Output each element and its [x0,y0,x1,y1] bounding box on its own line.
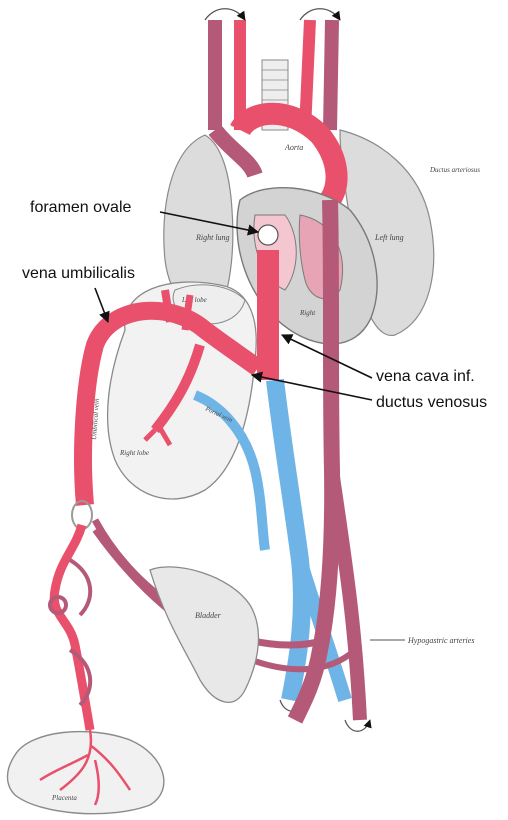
right-lung-label: Right lung [195,233,230,242]
left-lung-label: Left lung [374,233,404,242]
right-heart-label: Right [299,309,316,317]
foramen-ovale-label: foramen ovale [30,199,131,217]
ductus-venosus-label: ductus venosus [376,394,487,412]
hypogastric-arteries-label: Hypogastric arteries [407,636,474,645]
vena-umbilicalis-label: vena umbilicalis [22,265,135,283]
bladder-label: Bladder [195,611,222,620]
umbilical-cord [50,501,92,730]
umbilical-vein-label: Umbilical vein [90,398,101,440]
placenta: Placenta [8,730,164,814]
ductus-arteriosus-label: Ductus arteriosus [429,166,480,174]
vena-umbilicalis-arrow [95,288,108,322]
vena-cava-inf-label: vena cava inf. [376,368,475,386]
bladder: Bladder [150,567,258,702]
placenta-label: Placenta [51,794,77,802]
right-lobe-label: Right lobe [119,449,149,457]
foramen-ovale-opening [258,225,278,245]
aorta-label: Aorta [284,143,303,152]
left-lobe-label: Left lobe [181,296,207,304]
